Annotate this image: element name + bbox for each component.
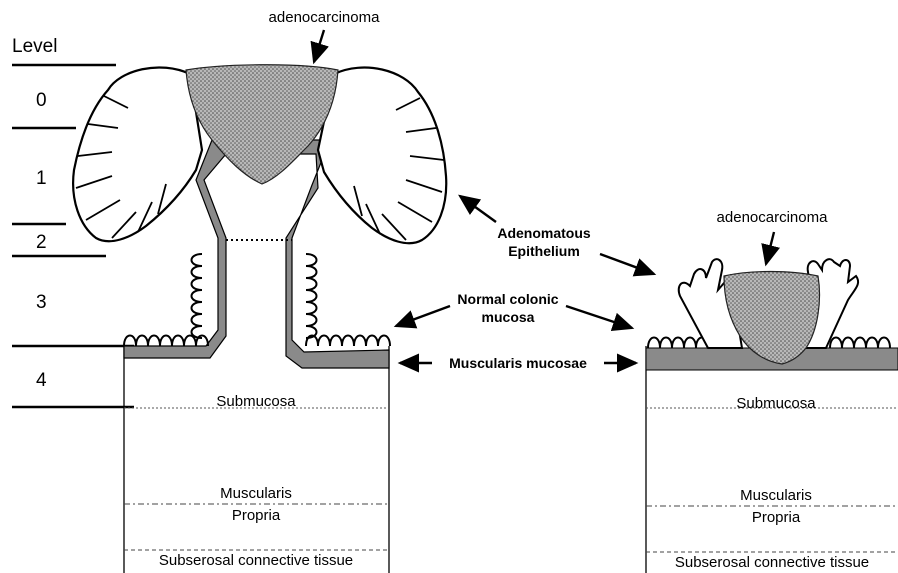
adenomatous-label-line1: Adenomatous	[497, 225, 591, 241]
muscularis-label-right: Muscularis	[740, 487, 812, 504]
level-3: 3	[36, 292, 47, 313]
level-heading: Level	[12, 36, 57, 57]
stalk-crypts-left	[192, 254, 203, 338]
adenocarcinoma-label-right: adenocarcinoma	[717, 209, 829, 226]
left-colon-wall: Submucosa Muscularis Propria Subserosal …	[73, 65, 446, 573]
level-0: 0	[36, 90, 47, 111]
propria-label-right: Propria	[752, 509, 801, 526]
adenocarcinoma-label-left: adenocarcinoma	[269, 9, 381, 26]
normal-mucosa-label-line1: Normal colonic	[457, 291, 558, 307]
muscularis-label-left: Muscularis	[220, 485, 292, 502]
subserosal-label-right: Subserosal connective tissue	[675, 554, 869, 571]
normal-mucosa-right-panel-a	[648, 338, 708, 349]
level-1: 1	[36, 168, 47, 189]
right-colon-wall: Submucosa Muscularis Propria Subserosal …	[646, 259, 898, 573]
adenocarcinoma-arrow-right	[766, 232, 774, 264]
subserosal-label-left: Subserosal connective tissue	[159, 552, 353, 569]
level-2: 2	[36, 232, 47, 253]
adenomatous-arrow-right	[600, 254, 654, 274]
normal-mucosa-right-panel-b	[830, 338, 890, 349]
muscularis-mucosae-label: Muscularis mucosae	[449, 355, 587, 371]
normal-mucosa-label-line2: mucosa	[482, 309, 535, 325]
adenomatous-arrow-left	[460, 196, 496, 222]
normal-mucosa-arrow-left	[396, 306, 450, 326]
adenomatous-label-line2: Epithelium	[508, 243, 580, 259]
normal-mucosa-arrow-right	[566, 306, 632, 328]
adenocarcinoma-arrow-left	[314, 30, 324, 62]
stalk-crypts-right	[306, 254, 317, 338]
normal-mucosa-right	[306, 336, 390, 347]
level-4: 4	[36, 370, 47, 391]
propria-label-left: Propria	[232, 507, 281, 524]
submucosa-label-right: Submucosa	[736, 395, 816, 412]
adenomatous-head-right	[318, 68, 446, 244]
submucosa-label-left: Submucosa	[216, 393, 296, 410]
